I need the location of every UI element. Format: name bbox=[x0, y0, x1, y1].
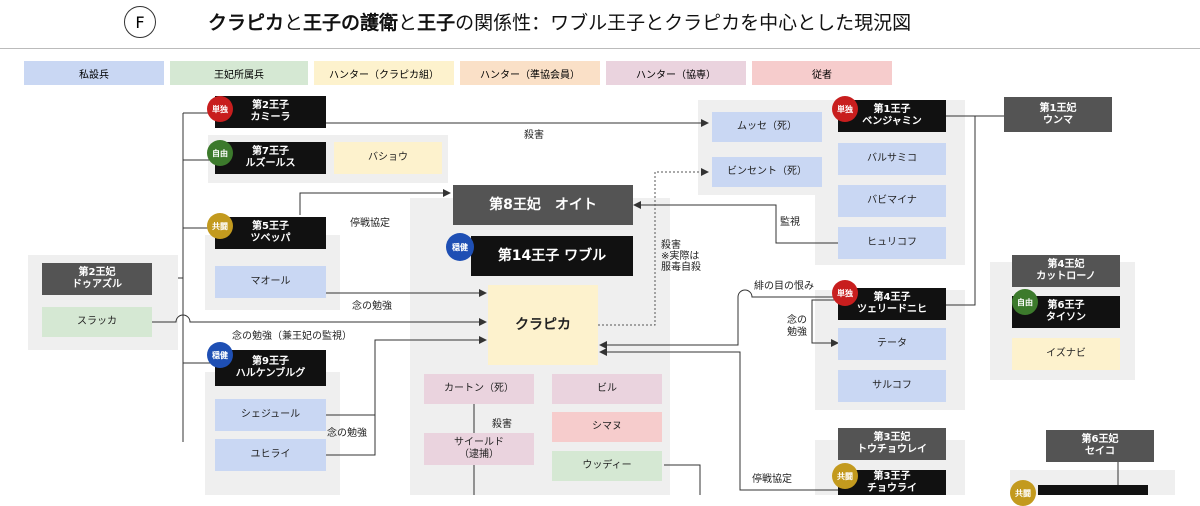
label-watch: 監視 bbox=[780, 217, 800, 228]
node-yuhirai: ユヒライ bbox=[215, 439, 326, 471]
node-queen4: 第4王妃 カットローノ bbox=[1012, 255, 1120, 287]
node-queen3: 第3王妃 トウチョウレイ bbox=[838, 428, 946, 460]
label-truce-1: 停戦協定 bbox=[350, 218, 390, 229]
node-teeta: テータ bbox=[838, 328, 946, 360]
node-saiiru: サイールド （逮捕） bbox=[424, 433, 534, 465]
label-truce-2: 停戦協定 bbox=[752, 474, 792, 485]
badge-hoken-prince14: 穏健 bbox=[446, 233, 474, 261]
node-musse: ムッセ（死） bbox=[712, 112, 822, 142]
legend-hunter-associate: ハンター（準協会員） bbox=[460, 61, 600, 85]
title-part-kurapika: クラピカ bbox=[208, 12, 285, 34]
badge-tandoku-prince2: 単独 bbox=[207, 96, 233, 122]
connection-lines bbox=[152, 112, 1119, 495]
title-part-rest: の関係性：ワブル王子とクラピカを中心とした現況図 bbox=[455, 12, 912, 34]
label-nen-study-2: 念の勉強（兼王妃の監視） bbox=[232, 331, 352, 342]
badge-tandoku-prince4: 単独 bbox=[832, 280, 858, 306]
node-sarukofu: サルコフ bbox=[838, 370, 946, 402]
legend-private-soldier: 私設兵 bbox=[24, 61, 164, 85]
label-nen-study-1: 念の勉強 bbox=[352, 301, 392, 312]
legend-hunter-kurapika: ハンター（クラピカ組） bbox=[314, 61, 454, 85]
node-bashou: バショウ bbox=[334, 142, 442, 174]
node-izunabi: イズナビ bbox=[1012, 338, 1120, 370]
node-shimanu: シマヌ bbox=[552, 412, 662, 442]
badge-kyoutou-prince-bottom: 共闘 bbox=[1010, 480, 1036, 506]
badge-hoken-prince9: 穏健 bbox=[207, 342, 233, 368]
header-divider bbox=[0, 48, 1200, 49]
badge-kyoutou-prince5: 共闘 bbox=[207, 213, 233, 239]
node-hyurikofu: ヒュリコフ bbox=[838, 227, 946, 259]
label-kill-mid: 殺害 bbox=[492, 419, 512, 430]
legend-queen-soldier: 王妃所属兵 bbox=[170, 61, 308, 85]
badge-tandoku-prince1: 単独 bbox=[832, 96, 858, 122]
title-part-to2: と bbox=[398, 12, 418, 34]
node-prince5: 第5王子 ツベッパ bbox=[215, 217, 326, 249]
badge-kyoutou-prince3: 共闘 bbox=[832, 463, 858, 489]
node-prince2: 第2王子 カミーラ bbox=[215, 96, 326, 128]
node-vincent: ビンセント（死） bbox=[712, 157, 822, 187]
page-title: クラピカと王子の護衛と王子の関係性：ワブル王子とクラピカを中心とした現況図 bbox=[208, 8, 911, 35]
badge-jiyuu-prince7: 自由 bbox=[207, 140, 233, 166]
node-bill: ビル bbox=[552, 374, 662, 404]
title-part-to1: と bbox=[284, 12, 304, 34]
node-maoru: マオール bbox=[215, 266, 326, 298]
node-queen2: 第2王妃 ドゥアズル bbox=[42, 263, 152, 295]
node-prince9: 第9王子 ハルケンブルグ bbox=[215, 350, 326, 386]
title-part-princes: 王子 bbox=[417, 12, 456, 34]
node-babimaina: バビマイナ bbox=[838, 185, 946, 217]
legend-hunter-association: ハンター（協専） bbox=[606, 61, 746, 85]
node-prince7: 第7王子 ルズールス bbox=[215, 142, 326, 174]
label-kill-note: 殺害 ※実際は 服毒自殺 bbox=[661, 240, 701, 273]
node-woody: ウッディー bbox=[552, 451, 662, 481]
label-nen-study-3: 念の勉強 bbox=[327, 428, 367, 439]
label-scarlet-grudge: 緋の目の恨み bbox=[754, 281, 814, 292]
section-letter-badge: F bbox=[124, 6, 156, 38]
node-kurapika: クラピカ bbox=[488, 285, 598, 365]
node-shejuru: シェジュール bbox=[215, 399, 326, 431]
node-prince-bottom-partial bbox=[1038, 485, 1148, 495]
node-surakka: スラッカ bbox=[42, 307, 152, 337]
panel-prince9 bbox=[205, 372, 340, 495]
node-queen8: 第8王妃 オイト bbox=[453, 185, 633, 225]
node-karton: カートン（死） bbox=[424, 374, 534, 404]
label-nen-study-4: 念の 勉強 bbox=[787, 315, 807, 338]
legend-servant: 従者 bbox=[752, 61, 892, 85]
label-kill-top: 殺害 bbox=[524, 130, 544, 141]
node-prince14: 第14王子 ワブル bbox=[471, 236, 633, 276]
node-queen1: 第1王妃 ウンマ bbox=[1004, 97, 1112, 132]
title-part-guards: 王子の護衛 bbox=[303, 12, 399, 34]
node-queen6: 第6王妃 セイコ bbox=[1046, 430, 1154, 462]
badge-jiyuu-prince6: 自由 bbox=[1012, 289, 1038, 315]
node-barusamiko: バルサミコ bbox=[838, 143, 946, 175]
